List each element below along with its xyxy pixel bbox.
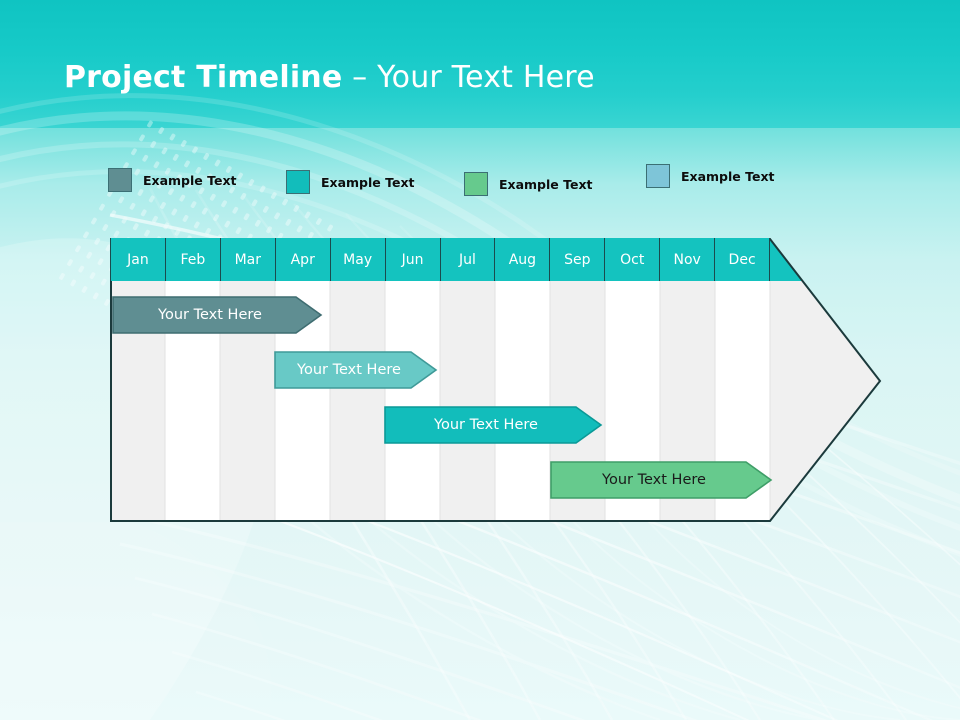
page-title-rest: – Your Text Here (342, 60, 595, 95)
month-cell-may: May (331, 238, 386, 281)
legend-swatch-icon (464, 172, 488, 196)
month-cell-aug: Aug (495, 238, 551, 281)
month-cell-apr: Apr (276, 238, 331, 281)
legend-swatch-icon (646, 164, 670, 188)
month-cell-dec: Dec (715, 238, 771, 281)
month-cell-jun: Jun (386, 238, 441, 281)
task-bar-4[interactable]: Your Text Here (550, 461, 773, 499)
page-title: Project Timeline – Your Text Here (64, 60, 595, 95)
timeline-chart: Jan Feb Mar Apr May Jun Jul Aug Sep Oct … (110, 238, 882, 522)
task-bar-1[interactable]: Your Text Here (112, 296, 323, 334)
legend-swatch-icon (108, 168, 132, 192)
task-bar-3[interactable]: Your Text Here (384, 406, 603, 444)
legend-item-3[interactable]: Example Text (464, 172, 593, 196)
background-reflection (0, 522, 960, 720)
legend-item-label: Example Text (321, 174, 415, 190)
legend-item-2[interactable]: Example Text (286, 170, 415, 194)
legend-item-4[interactable]: Example Text (646, 164, 775, 188)
legend-item-label: Example Text (681, 168, 775, 184)
month-cell-jan: Jan (110, 238, 166, 281)
legend-item-1[interactable]: Example Text (108, 168, 237, 192)
legend-item-label: Example Text (499, 176, 593, 192)
task-bar-2[interactable]: Your Text Here (274, 351, 438, 389)
month-cell-mar: Mar (221, 238, 276, 281)
month-cell-nov: Nov (660, 238, 716, 281)
timeline-month-header: Jan Feb Mar Apr May Jun Jul Aug Sep Oct … (110, 238, 771, 281)
page-title-bold: Project Timeline (64, 60, 343, 95)
legend-item-label: Example Text (143, 172, 237, 188)
month-cell-feb: Feb (166, 238, 221, 281)
month-cell-sep: Sep (550, 238, 606, 281)
month-cell-jul: Jul (441, 238, 496, 281)
background-header-band (0, 0, 960, 128)
month-cell-oct: Oct (605, 238, 661, 281)
legend-swatch-icon (286, 170, 310, 194)
